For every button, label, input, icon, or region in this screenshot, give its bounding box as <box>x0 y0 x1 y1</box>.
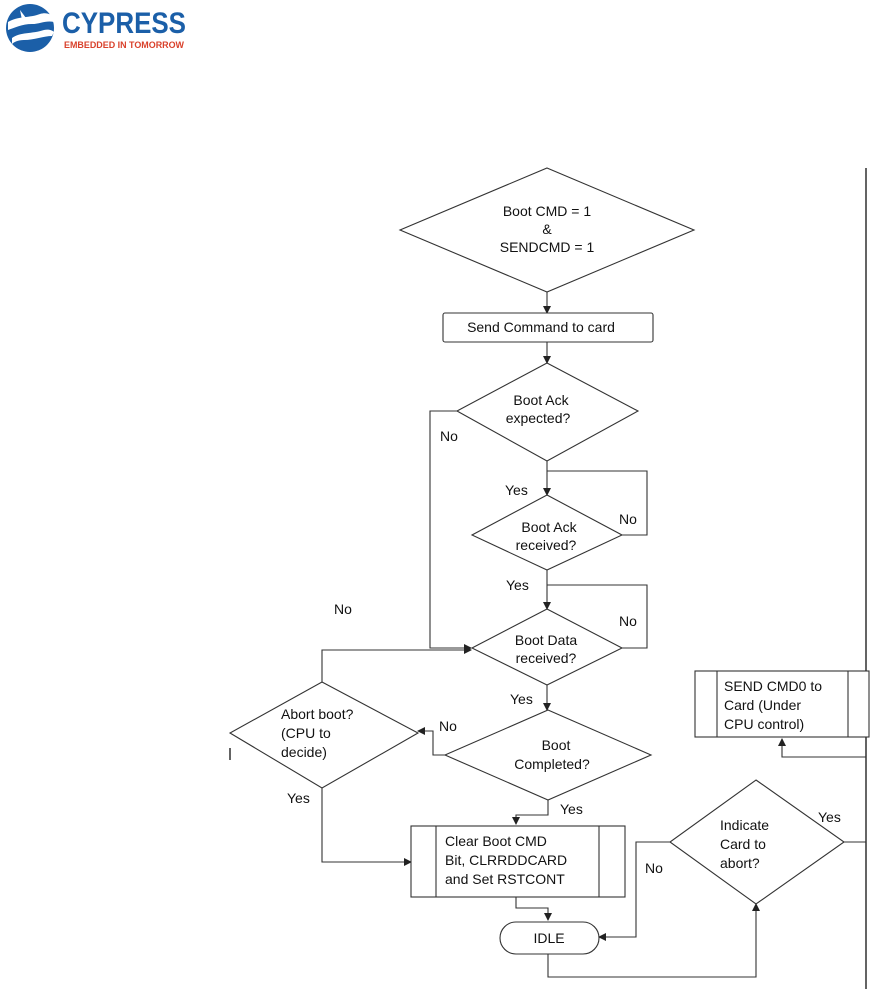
send-cmd0-box: SEND CMD0 to Card (Under CPU control) <box>694 670 870 738</box>
label-data-received-no: No <box>619 613 637 629</box>
clear-boot-box: Clear Boot CMD Bit, CLRRDDCARD and Set R… <box>410 825 626 898</box>
idle-text: IDLE <box>533 930 564 946</box>
arrow-indicate-no <box>598 841 670 941</box>
boot-data-received-line-1: Boot Data <box>515 632 577 648</box>
arrow-abort-no <box>321 646 472 700</box>
boot-ack-expected-line-2: expected? <box>506 410 571 426</box>
boot-ack-received-line-2: received? <box>516 537 577 553</box>
indicate-abort-diamond: Indicate Card to abort? <box>669 779 845 905</box>
clear-boot-line-2: Bit, CLRRDDCARD <box>445 852 567 868</box>
clear-boot-line-3: and Set RSTCONT <box>445 871 565 887</box>
label-completed-yes: Yes <box>560 801 583 817</box>
label-ack-received-yes: Yes <box>506 577 529 593</box>
send-command-box: Send Command to card <box>442 312 654 343</box>
cypress-globe-icon <box>6 4 54 52</box>
send-command-text: Send Command to card <box>467 319 615 335</box>
start-diamond: Boot CMD = 1 & SENDCMD = 1 <box>398 167 696 293</box>
arrow-completed-no <box>417 727 445 756</box>
label-abort-no: No <box>334 601 352 617</box>
idle-terminal: IDLE <box>499 921 600 955</box>
arrow-idle-to-indicate <box>547 903 760 978</box>
abort-boot-line-3: decide) <box>281 744 327 760</box>
arrow-indicate-yes <box>778 738 867 843</box>
label-indicate-yes: Yes <box>818 809 841 825</box>
indicate-abort-line-3: abort? <box>720 855 760 871</box>
start-line-3: SENDCMD = 1 <box>500 239 595 255</box>
clear-boot-line-1: Clear Boot CMD <box>445 833 547 849</box>
abort-boot-line-2: (CPU to <box>281 725 331 741</box>
indicate-abort-line-2: Card to <box>720 836 766 852</box>
boot-ack-received-diamond: Boot Ack received? <box>470 494 624 571</box>
label-data-received-yes: Yes <box>510 691 533 707</box>
label-abort-yes: Yes <box>287 790 310 806</box>
boot-completed-line-1: Boot <box>542 737 571 753</box>
logo-tagline: EMBEDDED IN TOMORROW <box>64 40 184 50</box>
boot-completed-line-2: Completed? <box>514 756 590 772</box>
send-cmd0-line-1: SEND CMD0 to <box>724 678 822 694</box>
connectors <box>321 292 867 978</box>
boot-completed-diamond: Boot Completed? <box>443 709 653 801</box>
cypress-logo: CYPRESS EMBEDDED IN TOMORROW <box>6 4 186 52</box>
boot-data-received-diamond: Boot Data received? <box>470 608 624 686</box>
label-ack-received-no: No <box>619 511 637 527</box>
send-cmd0-line-3: CPU control) <box>724 716 804 732</box>
indicate-abort-line-1: Indicate <box>720 817 769 833</box>
boot-ack-expected-line-1: Boot Ack <box>513 392 569 408</box>
edge-labels: No Yes No Yes No No Yes No Yes Yes No Ye… <box>287 428 841 876</box>
arrow-completed-yes <box>512 800 549 825</box>
arrow-ackexp-no <box>429 410 472 652</box>
boot-ack-received-line-1: Boot Ack <box>521 519 577 535</box>
arrow-clear-to-idle <box>515 897 552 921</box>
label-completed-no: No <box>439 718 457 734</box>
label-indicate-no: No <box>645 860 663 876</box>
label-ack-expected-no: No <box>440 428 458 444</box>
boot-ack-expected-diamond: Boot Ack expected? <box>455 362 640 462</box>
start-line-2: & <box>542 221 552 237</box>
abort-boot-line-1: Abort boot? <box>281 706 354 722</box>
boot-data-received-line-2: received? <box>516 650 577 666</box>
start-line-1: Boot CMD = 1 <box>503 203 592 219</box>
arrow-abort-yes <box>321 770 412 866</box>
loop-ackrecv-no <box>547 470 648 536</box>
abort-boot-diamond: Abort boot? (CPU to decide) <box>228 681 420 789</box>
send-cmd0-line-2: Card (Under <box>724 697 801 713</box>
logo-brand: CYPRESS <box>62 7 186 40</box>
loop-datarecv-no <box>547 584 648 649</box>
label-ack-expected-yes: Yes <box>505 482 528 498</box>
